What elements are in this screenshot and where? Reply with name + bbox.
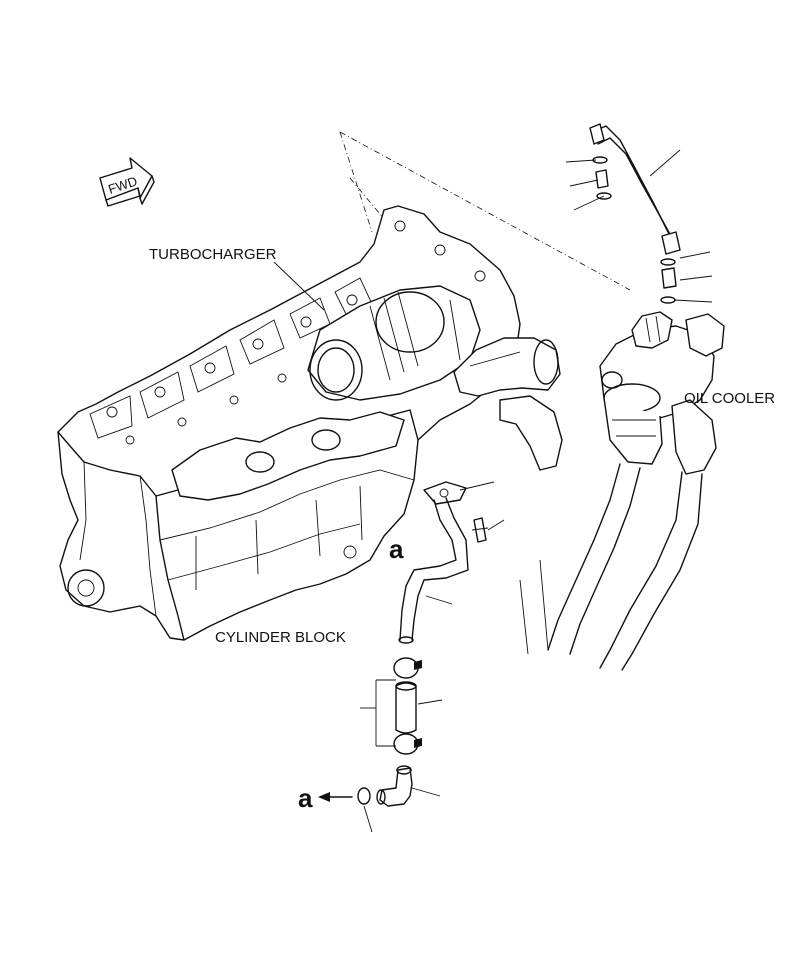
drain-gasket (423, 481, 489, 543)
ref-a-lower: a (298, 783, 313, 813)
leader-lines (273, 149, 713, 833)
elbow-fitting (357, 765, 413, 807)
hose-assembly (393, 657, 422, 755)
cylinder-block-label: CYLINDER BLOCK (215, 629, 346, 646)
fwd-arrow-icon: FWD (99, 157, 155, 207)
turbo-oil-supply-line (589, 123, 681, 304)
exhaust-manifold (171, 411, 405, 501)
cylinder-block (57, 205, 521, 641)
ref-a-lower-arrow (318, 792, 353, 802)
oil-cooler-hoses (519, 463, 703, 671)
oil-drain-tube (398, 497, 469, 644)
oil-cooler-label: OIL COOLER (684, 390, 775, 407)
ref-a-upper: a (389, 534, 404, 564)
oil-cooler (599, 311, 725, 475)
turbocharger-label: TURBOCHARGER (149, 246, 277, 263)
turbocharger (307, 285, 563, 471)
